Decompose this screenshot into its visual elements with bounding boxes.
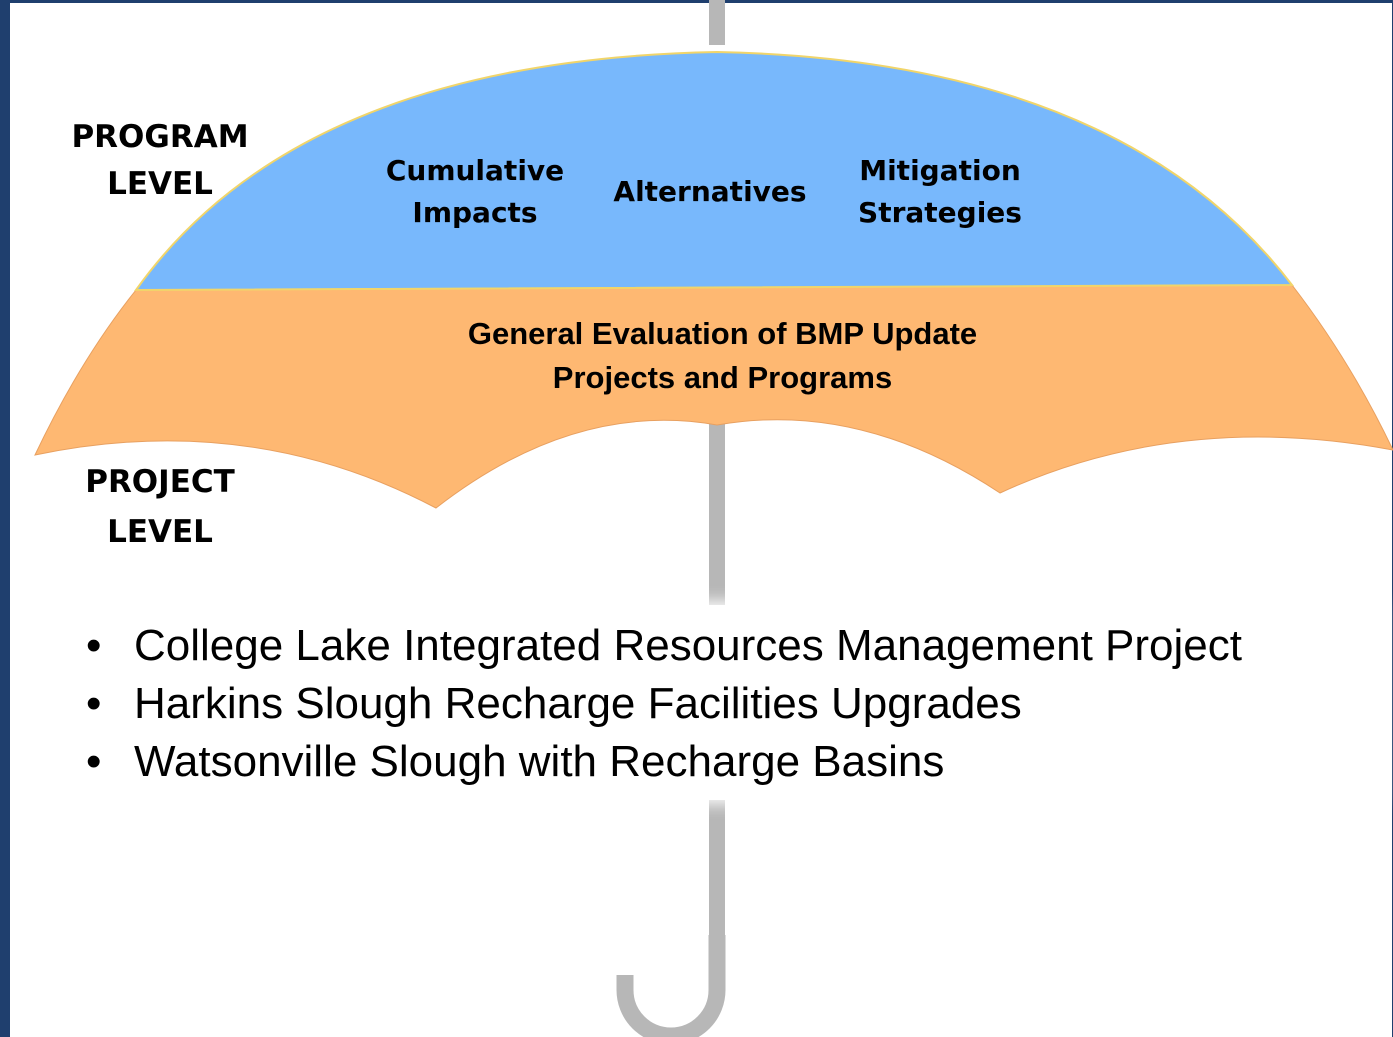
umbrella-handle [616,935,726,1037]
list-item: Watsonville Slough with Recharge Basins [70,733,1380,791]
list-item: College Lake Integrated Resources Manage… [70,617,1380,675]
list-item: Harkins Slough Recharge Facilities Upgra… [70,675,1380,733]
project-list-box: College Lake Integrated Resources Manage… [70,605,1380,800]
project-canopy [34,284,1393,509]
program-canopy [134,50,1295,292]
umbrella-shaft-top [709,0,725,45]
alternatives-label: Alternatives [613,175,807,208]
project-list: College Lake Integrated Resources Manage… [70,617,1380,791]
